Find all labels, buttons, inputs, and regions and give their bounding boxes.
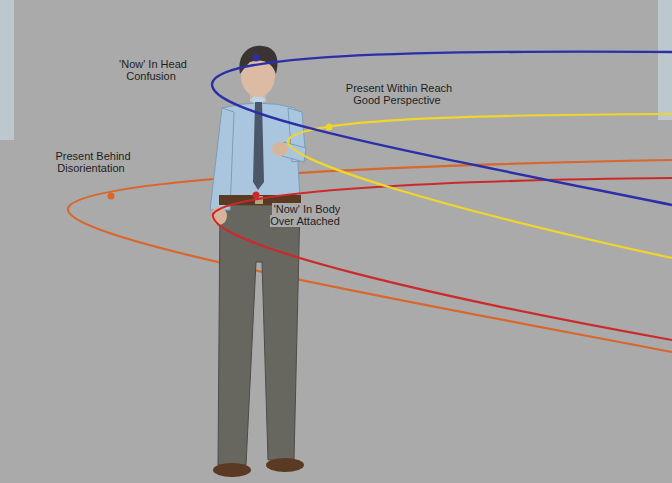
now-dot — [253, 55, 260, 62]
annotation-label: Present Behind Disorientation — [48, 150, 136, 174]
label-text: 'Now' In Head Confusion — [117, 58, 187, 82]
timeline-loop — [212, 52, 672, 205]
annotation-label: 'Now' In Body Over Attached — [264, 203, 348, 227]
annotation-label: 'Now' In Head Confusion — [111, 58, 193, 82]
label-text: Present Behind Disorientation — [53, 150, 130, 174]
label-text: Present Within Reach Good Perspective — [344, 82, 452, 106]
corner-tint — [0, 0, 14, 140]
person-figure — [210, 46, 306, 477]
annotation-label: Present Within Reach Good Perspective — [338, 82, 458, 106]
corner-tint — [658, 0, 672, 120]
now-dot — [326, 124, 333, 131]
timeline-loop — [68, 160, 672, 352]
now-dot — [108, 193, 115, 200]
timeline-loop — [288, 114, 672, 258]
label-text: 'Now' In Body Over Attached — [270, 203, 342, 227]
now-dot — [253, 192, 260, 199]
